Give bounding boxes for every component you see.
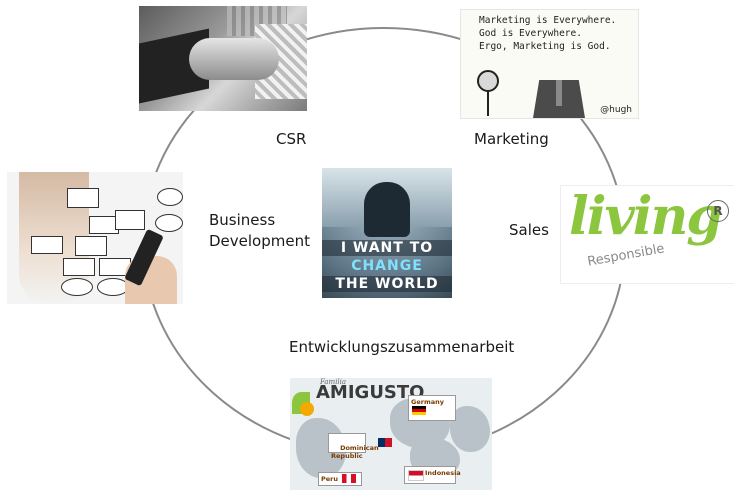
indonesia-flag-icon [408, 470, 424, 481]
center-line-2: CHANGE [351, 258, 423, 274]
amigusto-map-image: Familia AMIGUSTO Germany Dominican Repub… [290, 378, 492, 490]
dominican-flag-icon [378, 438, 392, 447]
indonesia-label: Indonesia [425, 469, 461, 477]
label-sales: Sales [509, 221, 549, 239]
marketing-cartoon-image: Marketing is Everywhere. God is Everywhe… [460, 9, 639, 119]
germany-flag-icon [412, 406, 426, 415]
dominican-label: Dominican Republic [331, 444, 379, 460]
peru-label: Peru [321, 475, 339, 483]
cartoon-text: Marketing is Everywhere. God is Everywhe… [479, 15, 617, 52]
living-responsible-logo: living Responsible R [560, 185, 734, 284]
germany-label: Germany [411, 398, 444, 406]
center-line-1: I WANT TO [322, 240, 452, 256]
registered-mark-icon: R [707, 200, 729, 222]
brand-small: Familia [320, 378, 347, 386]
handshake-image [139, 6, 307, 111]
label-marketing: Marketing [474, 130, 549, 148]
label-entwicklungszusammenarbeit: Entwicklungszusammenarbeit [289, 338, 515, 356]
flower-icon [477, 70, 499, 92]
peru-flag-icon [342, 474, 356, 483]
business-development-image [7, 172, 183, 304]
label-csr: CSR [276, 130, 307, 148]
cartoon-signature: @hugh [600, 105, 632, 115]
change-the-world-image: I WANT TO CHANGE THE WORLD [322, 168, 452, 298]
center-line-3: THE WORLD [322, 276, 452, 292]
label-business-development: Business Development [209, 211, 310, 250]
brand-name: AMIGUSTO [316, 382, 425, 403]
